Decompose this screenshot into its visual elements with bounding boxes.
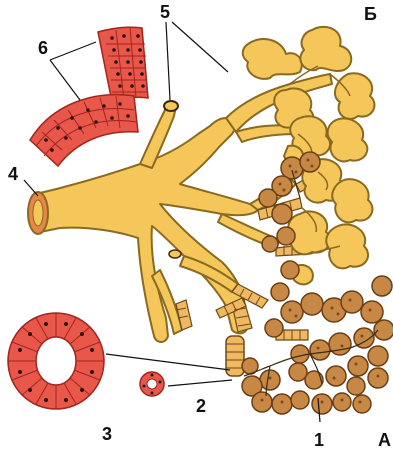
label-4: 4 [8, 164, 18, 184]
label-6: 6 [38, 38, 48, 58]
duct-cross-section-large [8, 313, 104, 409]
cut-duct-top [164, 101, 178, 111]
label-b: Б [364, 4, 377, 24]
label-3: 3 [102, 424, 112, 444]
cut-duct-mid [169, 250, 181, 258]
epithelium-inset-top [98, 27, 148, 102]
label-1: 1 [314, 430, 324, 450]
main-duct-lumen-inner [33, 200, 43, 226]
duct-cross-section-small [140, 372, 164, 396]
epithelium-inset-bottom [30, 95, 138, 166]
label-5: 5 [160, 2, 170, 22]
label-a: А [378, 430, 391, 450]
label-2: 2 [196, 396, 206, 416]
